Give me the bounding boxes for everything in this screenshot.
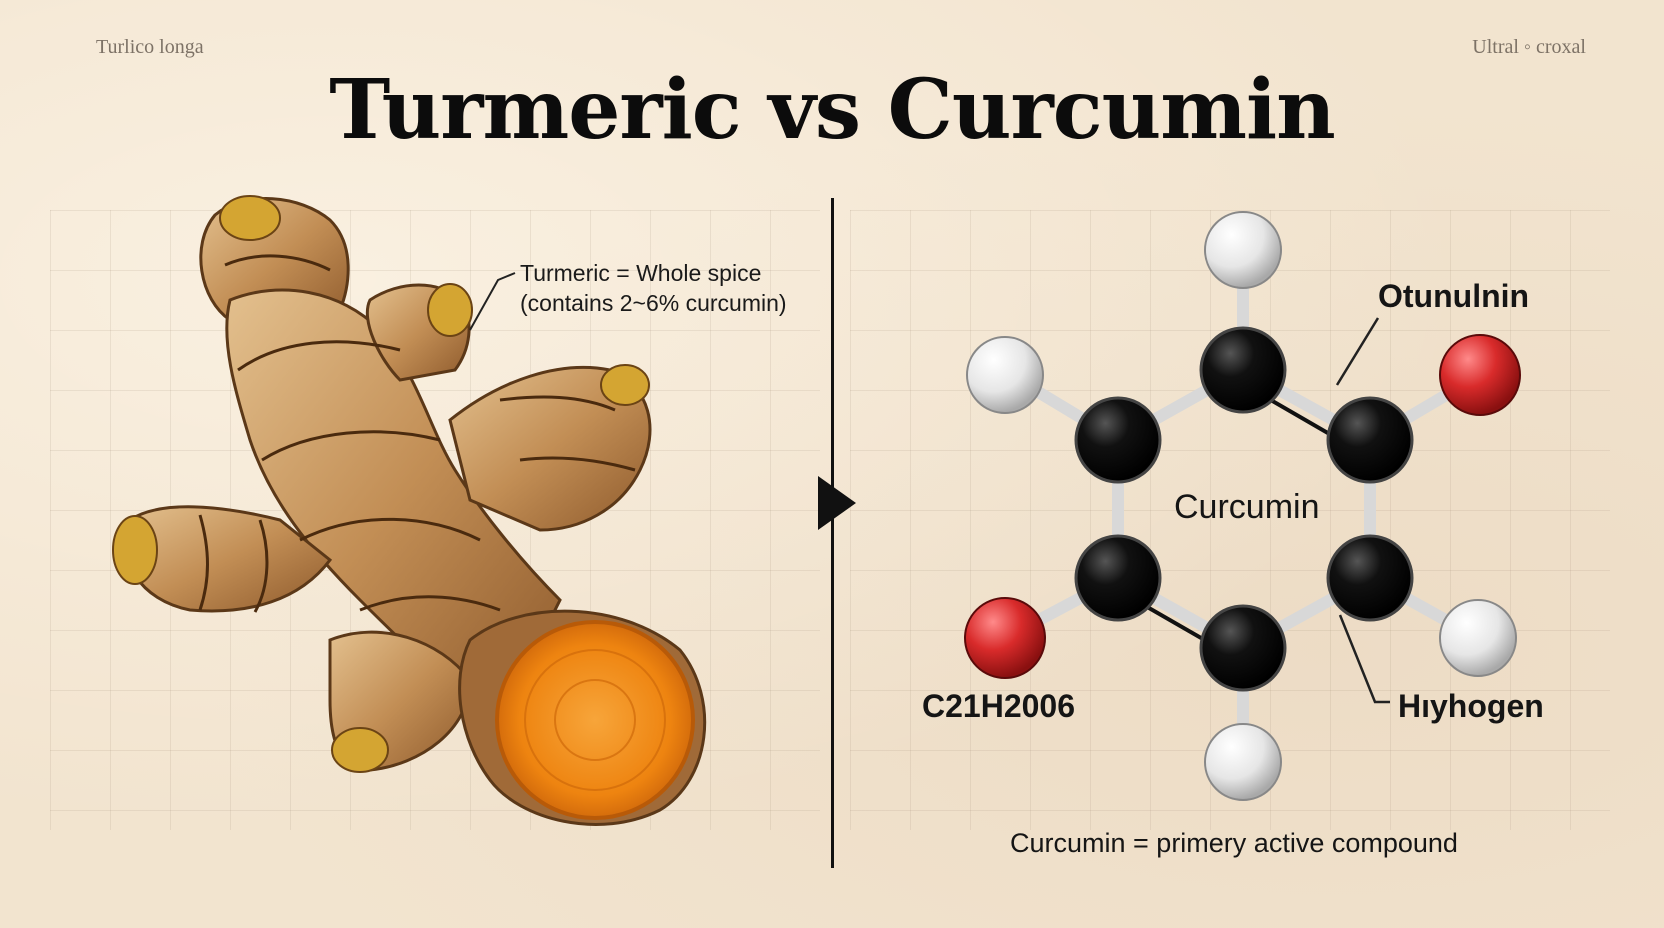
molecule-center-label: Curcumin	[1174, 488, 1320, 526]
hydrogen-atom	[1204, 723, 1282, 801]
label-bottom-right: Hıyhogen	[1398, 688, 1544, 724]
callout-leader-line	[469, 272, 516, 331]
hydrogen-atom	[966, 336, 1044, 414]
carbon-atom	[1326, 534, 1414, 622]
label-formula: C21H2006	[922, 688, 1075, 724]
bud-upper-right	[427, 283, 473, 337]
bud-left	[112, 515, 158, 585]
carbon-atom	[1199, 604, 1287, 692]
oxygen-atom	[964, 597, 1046, 679]
corner-label-left: Turlico longa	[96, 36, 204, 58]
callout-line-1: Turmeric = Whole spice	[520, 260, 762, 286]
corner-label-right: Ultral ◦ croxal	[1472, 36, 1586, 58]
hydrogen-atom	[1439, 599, 1517, 677]
leader-line-top-right	[1335, 317, 1380, 386]
bud-lower	[331, 727, 389, 773]
molecule-caption: Curcumin = primery active compound	[1010, 828, 1458, 858]
callout-line-2: (contains 2~6% curcumin)	[520, 290, 787, 316]
arrow-right-icon	[818, 476, 856, 530]
page-title: Turmeric vs Curcumin	[329, 62, 1336, 158]
carbon-atom	[1074, 396, 1162, 484]
carbon-atom	[1074, 534, 1162, 622]
vertical-divider	[831, 198, 834, 868]
turmeric-callout: Turmeric = Whole spice (contains 2~6% cu…	[520, 258, 787, 318]
carbon-atom	[1199, 326, 1287, 414]
oxygen-atom	[1439, 334, 1521, 416]
root-branch-right	[448, 366, 652, 532]
bud-right	[600, 364, 650, 406]
label-top-right: Otunulnin	[1378, 278, 1530, 314]
hydrogen-atom	[1204, 211, 1282, 289]
bud-top	[219, 195, 281, 241]
carbon-atom	[1326, 396, 1414, 484]
leader-line-bottom-right	[1338, 614, 1390, 704]
